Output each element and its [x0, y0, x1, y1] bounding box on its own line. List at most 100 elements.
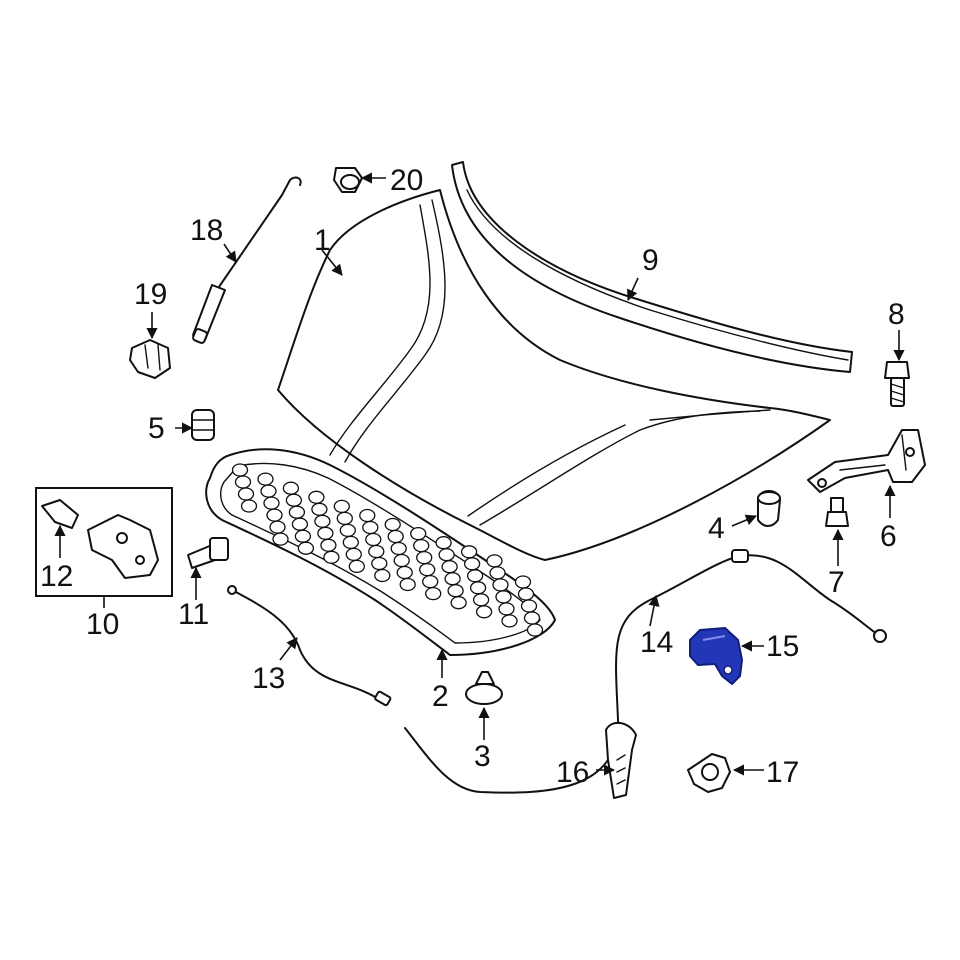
insulator-hole [333, 499, 350, 514]
insulator-hole [314, 514, 331, 528]
insulator-hole [359, 508, 376, 523]
callout-9: 9 [642, 244, 659, 277]
bumper-4[interactable] [757, 490, 781, 527]
insulator-hole [317, 526, 334, 540]
insulator-hole [231, 463, 249, 477]
insulator-hole [447, 584, 464, 598]
callout-8: 8 [888, 298, 905, 331]
insulator-hole [362, 520, 379, 535]
callout-1: 1 [314, 224, 331, 257]
callout-13: 13 [252, 662, 285, 695]
insulator-hole [526, 623, 544, 637]
callout-15: 15 [766, 630, 799, 663]
insulator-hole [517, 587, 535, 601]
insulator-hole [498, 602, 515, 616]
insulator-hole [320, 538, 337, 552]
hood-hinge[interactable] [807, 429, 926, 493]
callout-3: 3 [474, 740, 491, 773]
insulator-hole [475, 605, 493, 619]
hood-prop-rod[interactable] [192, 176, 302, 344]
clip-20[interactable] [333, 167, 363, 193]
insulator-hole [384, 517, 401, 532]
prop-rod-holder[interactable] [129, 339, 171, 379]
insulator-hole [288, 505, 306, 519]
hood-latch[interactable] [87, 514, 159, 579]
insulator-hole [285, 493, 303, 507]
insulator-hole [523, 611, 541, 625]
callout-19: 19 [134, 278, 167, 311]
insulator-hole [435, 536, 452, 550]
insulator-hole [387, 529, 404, 544]
insulator-hole [419, 562, 436, 577]
insulator-hole [237, 487, 255, 501]
callout-14: 14 [640, 626, 673, 659]
insulator-hole [297, 541, 315, 555]
insulator-hole [371, 556, 388, 571]
insulator-hole [342, 535, 359, 550]
hood-lock-15[interactable] [689, 627, 743, 685]
insulator-hole [466, 569, 484, 583]
insulator-hole [393, 553, 410, 568]
insulator-hole [469, 581, 487, 595]
insulator-hole [450, 596, 467, 610]
insulator-hole [495, 590, 512, 604]
insulator-hole [441, 560, 458, 574]
callout-2: 2 [432, 680, 449, 713]
insulator-hole [489, 566, 506, 580]
insulator-hole [486, 554, 503, 568]
bumper-5[interactable] [191, 409, 215, 441]
hood-seal[interactable] [451, 161, 853, 373]
latch-switch[interactable] [41, 499, 79, 529]
insulator-hole [368, 544, 385, 559]
insulator-hole [291, 517, 309, 531]
insulator-hole [323, 550, 340, 564]
insulator-hole [294, 529, 312, 543]
insulator-hole [348, 559, 365, 574]
push-clip[interactable] [465, 671, 503, 705]
insulator-hole [399, 577, 416, 592]
insulator-hole [282, 481, 300, 495]
insulator-hole [269, 520, 286, 534]
callout-17: 17 [766, 756, 799, 789]
insulator-hole [396, 565, 413, 580]
hood-panel[interactable] [277, 189, 831, 561]
insulator-hole [345, 547, 362, 562]
insulator-hole [374, 568, 391, 583]
insulator-hole [308, 490, 325, 504]
leader-lines [54, 172, 905, 776]
release-handle[interactable] [605, 721, 637, 799]
bolt-11[interactable] [187, 537, 229, 569]
callout-11: 11 [178, 598, 209, 631]
callout-7: 7 [828, 566, 845, 599]
insulator-hole [492, 578, 509, 592]
insulator-hole [263, 496, 280, 510]
release-cable-14[interactable] [404, 549, 887, 794]
insulator-hole [390, 541, 407, 556]
insulator-hole [501, 614, 518, 628]
insulator-hole [444, 572, 461, 586]
insulator-hole [260, 484, 277, 498]
insulator-hole [365, 532, 382, 547]
callout-10: 10 [86, 608, 119, 641]
insulator-hole [311, 502, 328, 516]
callout-5: 5 [148, 412, 165, 445]
insulator-hole [413, 538, 430, 553]
insulator-hole [514, 575, 532, 589]
callout-4: 4 [708, 512, 725, 545]
insulator-hole [425, 586, 442, 601]
insulator-hole [234, 475, 252, 489]
insulator-hole [438, 548, 455, 562]
callout-16: 16 [556, 756, 589, 789]
insulator-hole [257, 472, 274, 486]
hinge-bolt[interactable] [884, 361, 910, 407]
release-cable-13[interactable] [227, 585, 392, 707]
insulator-hole [410, 526, 427, 541]
insulator-hole [339, 523, 356, 538]
hood-insulator[interactable] [205, 448, 556, 656]
insulator-holes [231, 463, 544, 637]
insulator-hole [422, 574, 439, 589]
insulator-hole [520, 599, 538, 613]
grommet-17[interactable] [687, 753, 731, 793]
bolt-7[interactable] [825, 497, 849, 527]
